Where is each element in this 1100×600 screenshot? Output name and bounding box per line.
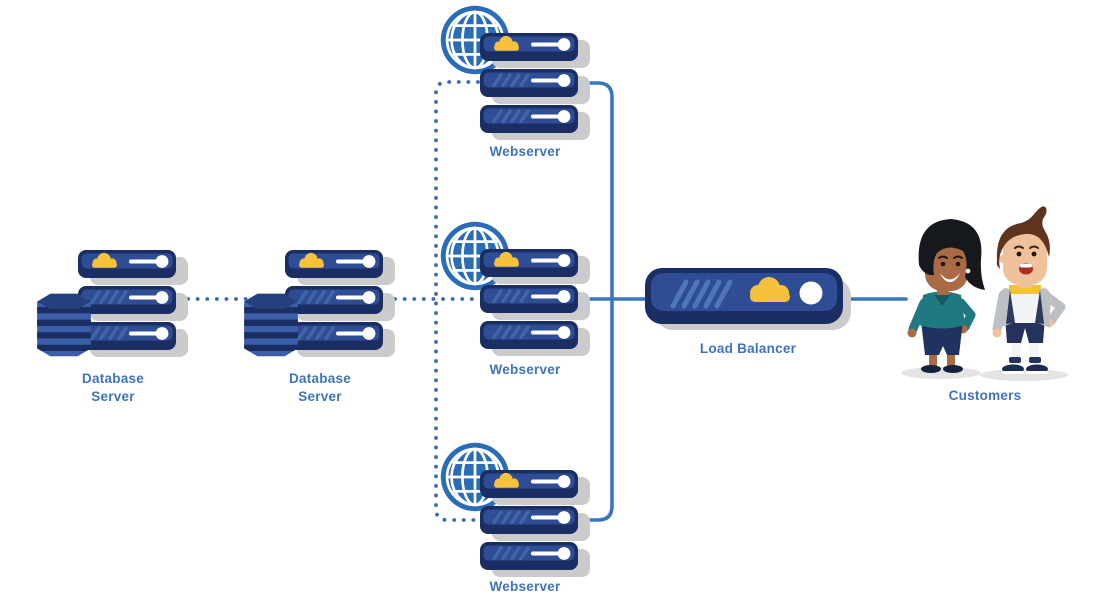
node-database-server-1: Database Server xyxy=(30,243,210,413)
server-stack-icon xyxy=(78,250,188,357)
database-server-icon xyxy=(237,243,417,373)
webserver-icon xyxy=(439,220,625,361)
node-load-balancer: Load Balancer xyxy=(645,266,857,366)
node-webserver-bottom: Webserver xyxy=(425,437,625,600)
edge-webservers-trunk xyxy=(575,81,614,522)
server-stack-icon xyxy=(480,249,590,356)
node-webserver-middle: Webserver xyxy=(425,216,625,381)
node-database-server-2: Database Server xyxy=(237,243,417,413)
server-stack-icon xyxy=(480,470,590,577)
woman-and-man-icon xyxy=(901,206,1068,381)
node-webserver-top: Webserver xyxy=(425,0,625,165)
node-label: Customers xyxy=(948,388,1022,403)
load-balancer-icon xyxy=(645,266,857,336)
load-balancer-rack-icon xyxy=(645,268,851,330)
node-label: Webserver xyxy=(489,579,561,594)
node-label: Database Server xyxy=(288,371,352,404)
server-stack-icon xyxy=(480,33,590,140)
webserver-icon xyxy=(439,4,625,145)
edge-db-to-webservers-trunk xyxy=(434,80,480,522)
node-label: Webserver xyxy=(489,362,561,377)
node-label: Webserver xyxy=(489,144,561,159)
webserver-icon xyxy=(439,441,625,582)
database-cylinder-icon xyxy=(243,290,299,360)
node-customers: Customers xyxy=(893,203,1083,413)
server-stack-icon xyxy=(285,250,395,357)
database-server-icon xyxy=(30,243,210,373)
database-cylinder-icon xyxy=(36,290,92,360)
node-label: Database Server xyxy=(81,371,145,404)
node-label: Load Balancer xyxy=(699,341,797,356)
customers-icon xyxy=(893,203,1078,383)
